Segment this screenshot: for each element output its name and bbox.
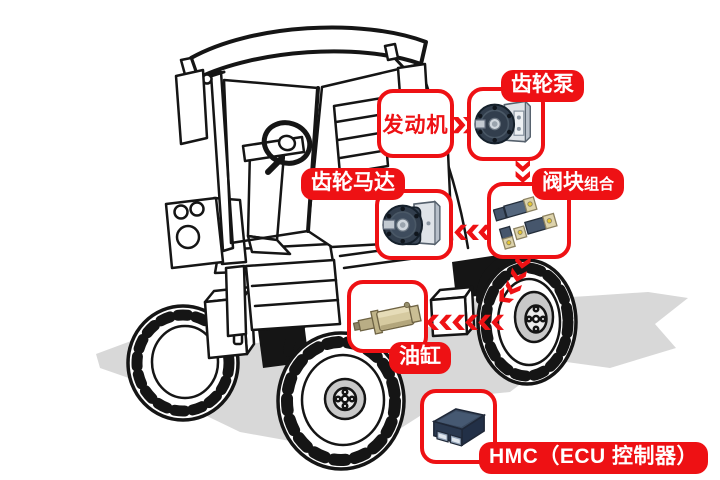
cylinder-icon <box>352 301 422 335</box>
ecu-callout <box>420 389 497 464</box>
valve-block-icon <box>493 195 558 250</box>
arrow-valve-to-motor <box>454 224 491 240</box>
gear-motor-label: 齿轮马达 <box>301 168 405 201</box>
gear-motor-icon <box>382 199 441 246</box>
gear-pump-label: 齿轮泵 <box>501 70 584 103</box>
engine-callout: 发动机 <box>377 89 454 158</box>
cylinder-callout <box>347 280 428 353</box>
cylinder-label: 油缸 <box>389 342 451 375</box>
ecu-label: HMC（ECU 控制器） <box>479 442 708 475</box>
ecu-icon <box>431 407 486 447</box>
engine-label: 发动机 <box>382 113 449 137</box>
arrow-pump-to-valve <box>515 160 530 184</box>
steering-wheel <box>261 120 313 166</box>
gear-motor-callout <box>375 189 453 260</box>
left-mirror <box>174 68 209 146</box>
valve-block-label: 阀块组合 <box>532 168 625 201</box>
gear-pump-icon <box>474 99 531 145</box>
valve-block-callout <box>487 182 571 259</box>
rear-left-wheel <box>276 331 406 471</box>
arrow-valve-to-cylinder <box>426 255 531 330</box>
